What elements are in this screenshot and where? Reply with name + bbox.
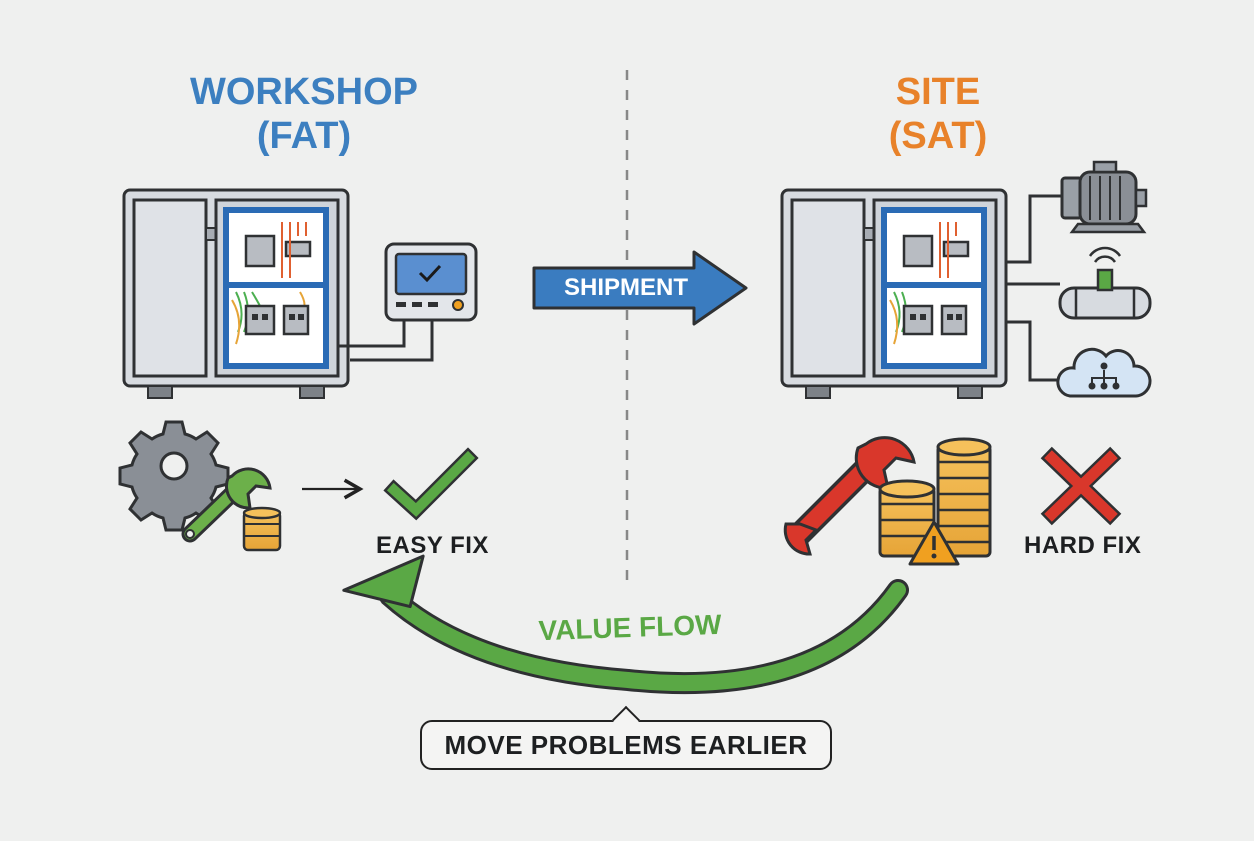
- red-x-icon: [1040, 446, 1122, 526]
- motor-icon: [1060, 160, 1148, 234]
- shipment-arrow: [532, 250, 748, 326]
- sensor-pipe-icon: [1058, 246, 1152, 320]
- coins-icon: [242, 506, 282, 552]
- site-title-line1: SITE: [895, 71, 981, 113]
- workshop-cabinet-icon: [122, 188, 350, 399]
- value-flow-arrow: [342, 554, 909, 695]
- coins-stack-icon: [878, 437, 992, 558]
- gear-icon: [118, 420, 230, 532]
- workshop-title-line1: WORKSHOP: [190, 71, 418, 113]
- cloud-network-icon: [1056, 347, 1152, 398]
- callout-text: MOVE PROBLEMS EARLIER: [444, 729, 808, 760]
- site-cabinet-icon: [780, 188, 1008, 399]
- callout-box: MOVE PROBLEMS EARLIER: [420, 705, 832, 770]
- wrench-icon: [181, 467, 272, 543]
- workshop-title-line2: (FAT): [256, 115, 352, 157]
- site-title-line2: (SAT): [888, 115, 988, 157]
- hmi-check-icon: [338, 242, 478, 362]
- site-title: SITE (SAT): [758, 70, 1118, 158]
- easy-fix-label: EASY FIX: [376, 532, 489, 559]
- shipment-label: SHIPMENT: [563, 274, 688, 301]
- hard-fix-label: HARD FIX: [1024, 532, 1142, 559]
- red-wrench-icon: [783, 436, 916, 556]
- warning-icon: [908, 520, 960, 566]
- workshop-title: WORKSHOP (FAT): [124, 70, 484, 158]
